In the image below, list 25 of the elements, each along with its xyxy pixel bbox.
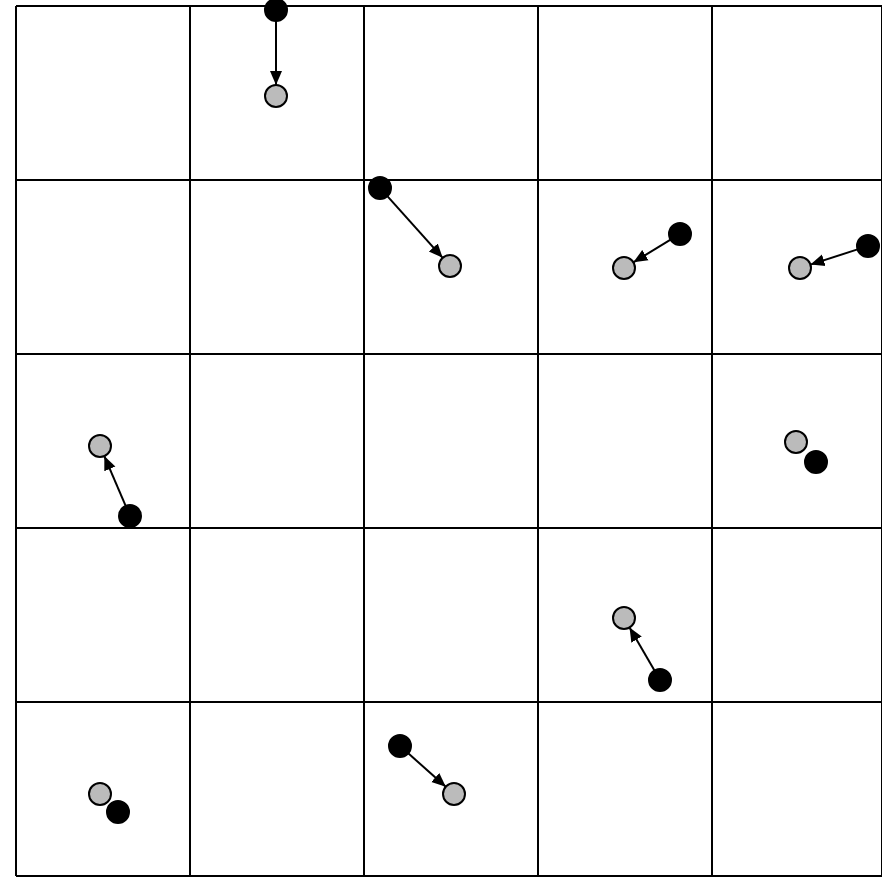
point-marker <box>668 222 692 246</box>
point-marker <box>612 256 636 280</box>
point-marker <box>648 668 672 692</box>
point-marker <box>118 504 142 528</box>
arrow <box>103 455 127 507</box>
arrow <box>809 248 859 266</box>
point-marker <box>788 256 812 280</box>
point-marker <box>856 234 880 258</box>
point-marker <box>264 84 288 108</box>
point-marker <box>784 430 808 454</box>
arrow <box>386 195 444 259</box>
point-marker <box>612 606 636 630</box>
point-marker <box>368 176 392 200</box>
point-marker <box>442 782 466 806</box>
point-marker <box>88 782 112 806</box>
arrow <box>407 752 447 788</box>
point-marker <box>264 0 288 22</box>
arrow <box>628 626 656 672</box>
point-marker <box>438 254 462 278</box>
arrow <box>270 20 282 86</box>
point-marker <box>388 734 412 758</box>
point-marker <box>804 450 828 474</box>
point-marker <box>88 434 112 458</box>
arrow <box>632 238 672 264</box>
point-marker <box>106 800 130 824</box>
